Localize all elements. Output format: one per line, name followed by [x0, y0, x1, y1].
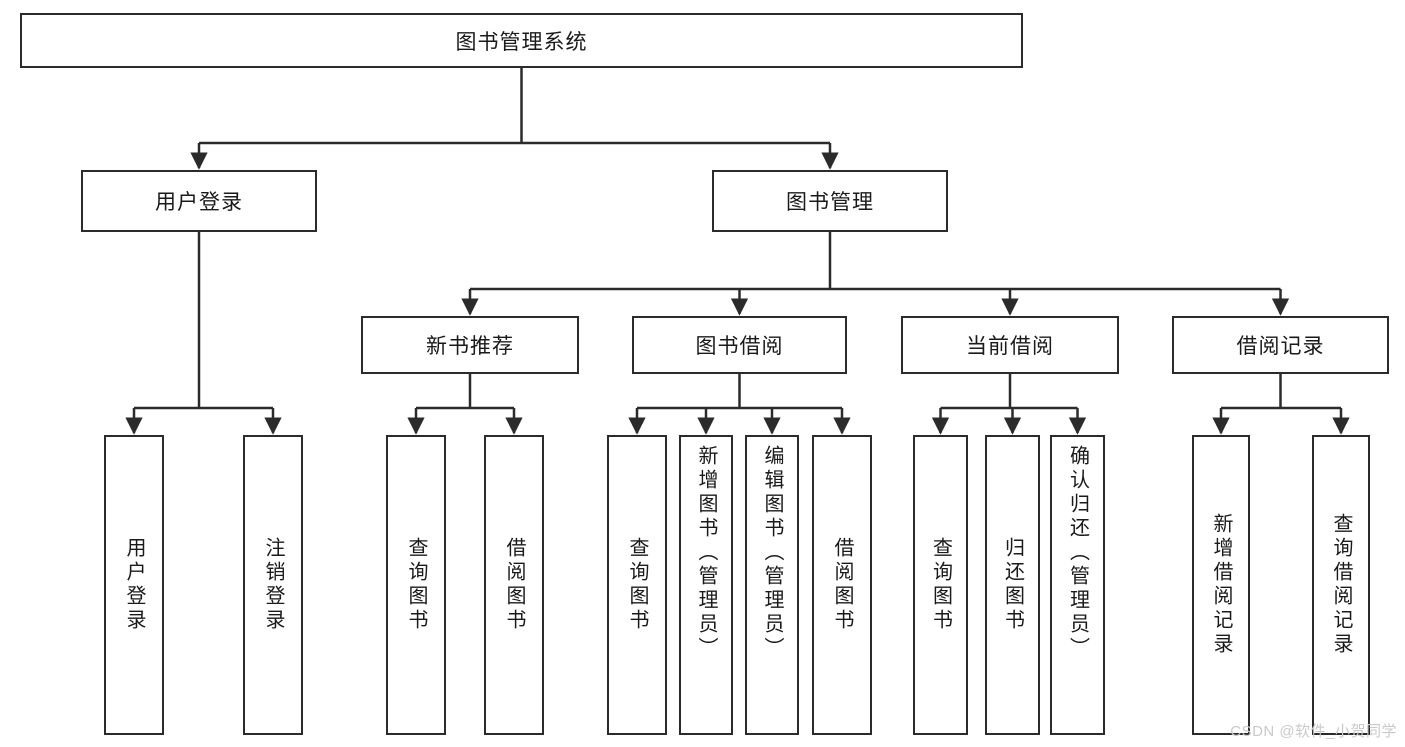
node-borrow[interactable]: 图书借阅	[632, 316, 847, 374]
node-current[interactable]: 当前借阅	[901, 316, 1119, 374]
node-newrec[interactable]: 新书推荐	[361, 316, 579, 374]
node-label: 查询图书	[626, 537, 648, 633]
node-login[interactable]: 用户登录	[81, 170, 317, 232]
node-history[interactable]: 借阅记录	[1172, 316, 1389, 374]
node-l4[interactable]: 借阅图书	[484, 435, 544, 735]
watermark: CSDN @软件_小贺同学	[1230, 723, 1397, 740]
node-l3[interactable]: 查询图书	[386, 435, 446, 735]
node-label: 查询图书	[929, 537, 952, 633]
node-label: 用户登录	[155, 191, 243, 214]
node-l1[interactable]: 用户登录	[104, 435, 164, 735]
node-label: 用户登录	[123, 537, 145, 633]
node-bookmgr[interactable]: 图书管理	[712, 170, 948, 232]
node-l5[interactable]: 查询图书	[607, 435, 667, 735]
node-l2[interactable]: 注销登录	[243, 435, 303, 735]
node-l7[interactable]: 编辑图书（管理员）	[745, 435, 799, 735]
node-l11[interactable]: 确认归还（管理员）	[1050, 435, 1105, 735]
node-l10[interactable]: 归还图书	[985, 435, 1040, 735]
node-label: 新书推荐	[426, 335, 514, 358]
node-label: 确认归还（管理员）	[1066, 445, 1089, 661]
node-l8[interactable]: 借阅图书	[812, 435, 872, 735]
node-label: 注销登录	[262, 537, 284, 633]
node-l13[interactable]: 查询借阅记录	[1312, 435, 1370, 735]
node-label: 查询图书	[405, 537, 427, 633]
node-label: 编辑图书（管理员）	[761, 445, 783, 661]
node-label: 借阅记录	[1236, 335, 1325, 358]
node-l12[interactable]: 新增借阅记录	[1192, 435, 1250, 735]
node-label: 归还图书	[1001, 537, 1024, 633]
node-l6[interactable]: 新增图书（管理员）	[679, 435, 733, 735]
node-l9[interactable]: 查询图书	[913, 435, 968, 735]
node-label: 新增图书（管理员）	[695, 445, 717, 661]
node-label: 图书借阅	[695, 335, 784, 358]
node-label: 图书管理系统	[455, 30, 588, 54]
node-label: 新增借阅记录	[1210, 513, 1232, 657]
node-label: 借阅图书	[503, 537, 525, 633]
node-label: 当前借阅	[966, 335, 1054, 358]
node-root[interactable]: 图书管理系统	[20, 13, 1023, 68]
node-label: 借阅图书	[831, 537, 853, 633]
node-label: 图书管理	[786, 191, 874, 214]
node-label: 查询借阅记录	[1330, 513, 1352, 657]
